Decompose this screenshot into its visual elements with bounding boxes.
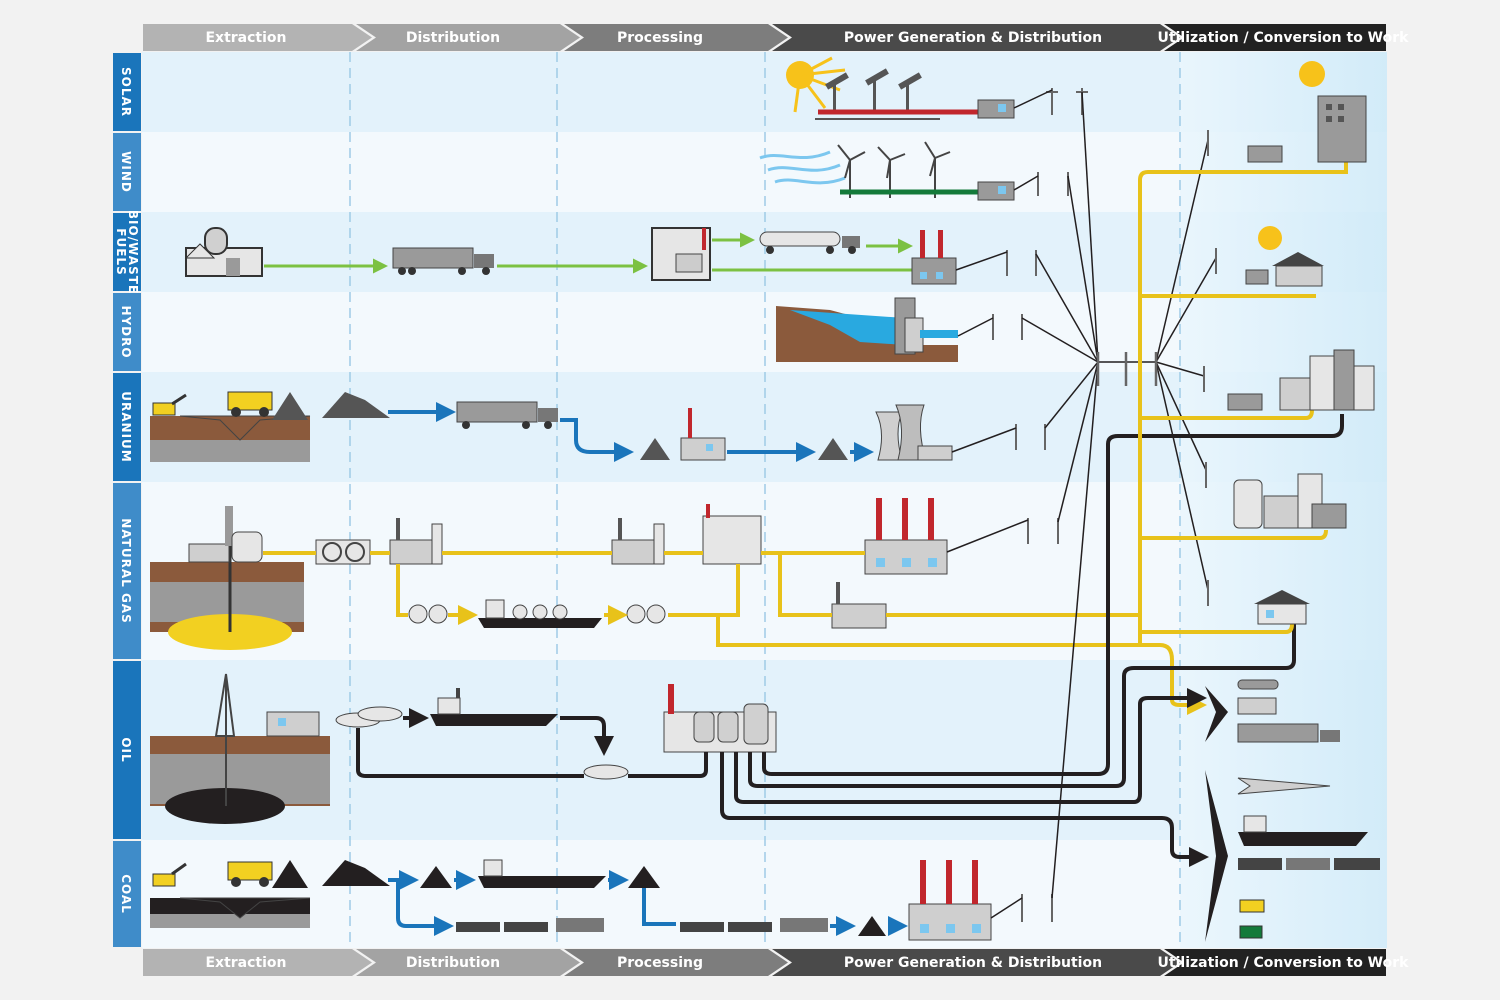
inverter-building-icon <box>977 99 1015 119</box>
stage-label-utilization-bottom: Utilization / Conversion to Work <box>1158 955 1410 971</box>
bio-fuel-flow <box>184 227 1037 285</box>
biorefinery-icon <box>651 227 711 281</box>
stage-chevron-distribution <box>356 24 580 51</box>
row-label-hydro: HYDRO <box>119 305 133 358</box>
truck-icon <box>1237 723 1340 743</box>
hub-transmission-towers <box>1096 352 1158 386</box>
power-plant-icon <box>911 230 957 285</box>
row-label-solar: SOLAR <box>119 67 133 117</box>
airplane-icon <box>1237 777 1331 795</box>
row-label-wind: WIND <box>119 151 133 193</box>
gas-power-plant-icon <box>864 498 948 575</box>
gas-peaker-plant-icon <box>831 582 887 629</box>
row-label-uranium: URANIUM <box>119 391 133 462</box>
oil-derrick-icon <box>214 673 236 806</box>
excavator-icon <box>152 393 187 416</box>
uranium-flow <box>150 391 1046 462</box>
solar-generation <box>786 56 1088 120</box>
stage-chevron-extraction <box>143 24 372 51</box>
excavator-icon <box>152 862 187 887</box>
solar-panel-icon <box>825 68 922 112</box>
row-label-bio-line1: BIO/WASTE <box>126 210 140 294</box>
nuclear-plant-icon <box>875 404 953 461</box>
tanker-truck-icon <box>759 231 860 254</box>
compressor-icon <box>315 539 371 565</box>
car-icon <box>1237 679 1279 690</box>
row-labels: SOLAR WIND BIO/WASTE FUELS HYDRO URANIUM… <box>113 53 141 947</box>
dump-truck-icon <box>227 391 273 417</box>
excavator-icon <box>1239 899 1265 913</box>
oil-tanker-ship-icon <box>430 688 558 726</box>
lng-ship-icon <box>478 599 602 628</box>
stage-label-extraction: Extraction <box>205 30 286 46</box>
transport-chevron-icon <box>1205 686 1228 942</box>
stage-label-extraction-bottom: Extraction <box>205 955 286 971</box>
stage-label-distribution-bottom: Distribution <box>406 955 500 971</box>
natural-gas-flow <box>150 498 1207 715</box>
tractor-icon <box>1239 925 1263 939</box>
stage-chevron-utilization <box>1164 24 1386 51</box>
row-label-bio-line2: FUELS <box>114 228 128 275</box>
home-icon <box>1254 590 1310 625</box>
stage-chevron-power <box>772 24 1180 51</box>
city-buildings-icon <box>1227 349 1375 411</box>
office-building-icon <box>1247 61 1367 163</box>
gas-processing-plant-icon <box>611 518 665 565</box>
oil-reservoir-icon <box>150 736 330 824</box>
stage-label-power-generation: Power Generation & Distribution <box>844 30 1102 46</box>
farm-building-icon <box>184 227 263 277</box>
stage-label-processing-bottom: Processing <box>617 955 703 971</box>
coal-train-icon <box>456 918 828 932</box>
refinery-icon <box>702 504 762 565</box>
ship-icon <box>1238 832 1368 846</box>
oil-refinery-icon <box>663 684 777 753</box>
stage-label-processing: Processing <box>617 30 703 46</box>
row-label-coal: COAL <box>119 874 133 914</box>
oil-storage-tanks-icon <box>335 706 629 780</box>
stage-header-top: Extraction Distribution Processing Power… <box>143 24 1409 51</box>
wind-gust-icon <box>759 150 846 185</box>
truck-icon <box>392 247 494 275</box>
factory-icon <box>1233 473 1347 529</box>
oil-flow <box>150 414 1344 867</box>
stage-label-power-generation-bottom: Power Generation & Distribution <box>844 955 1102 971</box>
utilization-gas-supply <box>1138 162 1348 645</box>
coal-flow <box>150 859 1053 941</box>
gas-reservoir-icon <box>150 536 304 650</box>
wind-generation <box>759 141 1069 201</box>
stage-label-utilization: Utilization / Conversion to Work <box>1158 30 1410 46</box>
row-label-oil: OIL <box>119 737 133 762</box>
row-label-natural-gas: NATURAL GAS <box>119 518 133 623</box>
coal-mine-icon <box>150 897 311 928</box>
enrichment-plant-icon <box>680 408 726 461</box>
lng-tanks-icon <box>408 604 666 624</box>
stage-header-bottom: Extraction Distribution Processing Power… <box>143 949 1409 976</box>
van-icon <box>1237 697 1277 715</box>
substation-icon <box>977 181 1015 201</box>
stage-label-distribution: Distribution <box>406 30 500 46</box>
dump-truck-icon <box>227 861 273 887</box>
train-icon <box>1238 858 1380 870</box>
gas-well-building-icon <box>188 506 263 563</box>
stage-chevron-processing <box>564 24 788 51</box>
house-solar-icon <box>1245 226 1324 287</box>
pump-house-icon <box>266 711 320 737</box>
utilization-towers <box>1203 130 1217 606</box>
coal-power-plant-icon <box>908 860 992 941</box>
transmission-tower-icon <box>1027 518 1059 544</box>
mine-ground-icon <box>150 415 311 462</box>
transport-vehicles <box>1237 679 1380 939</box>
coal-barge-icon <box>478 859 606 888</box>
truck-icon <box>456 401 558 429</box>
stage-dividers <box>349 52 1181 948</box>
sun-icon <box>786 56 846 113</box>
